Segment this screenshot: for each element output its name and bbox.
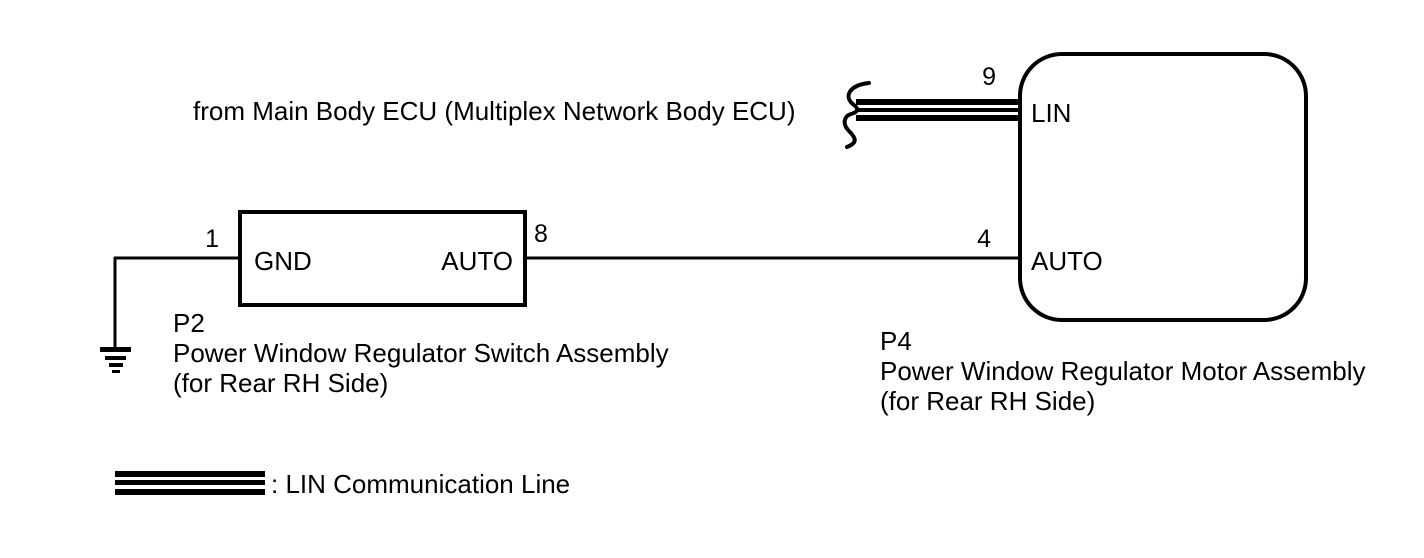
p2-code: P2	[173, 308, 205, 338]
p2-pin-gnd-number: 1	[205, 225, 219, 253]
p2-component-box	[238, 210, 527, 307]
p2-pin-auto-label: AUTO	[441, 246, 513, 276]
p2-location: (for Rear RH Side)	[173, 368, 389, 398]
p4-label-block: P4 Power Window Regulator Motor Assembly…	[880, 326, 1366, 416]
source-note: from Main Body ECU (Multiplex Network Bo…	[193, 96, 796, 126]
p2-name: Power Window Regulator Switch Assembly	[173, 338, 669, 368]
p4-component-box	[1018, 52, 1308, 322]
p2-label-block: P2 Power Window Regulator Switch Assembl…	[173, 308, 669, 398]
p4-code: P4	[880, 326, 912, 356]
p2-pin-auto-number: 8	[534, 220, 548, 248]
p4-pin-auto-number: 4	[977, 225, 991, 253]
p4-name: Power Window Regulator Motor Assembly	[880, 356, 1366, 386]
p2-pin-gnd-label: GND	[254, 246, 312, 276]
lin-line-swatch	[115, 471, 265, 495]
legend-lin-line-label: : LIN Communication Line	[271, 469, 571, 499]
ground-icon	[100, 347, 131, 373]
p4-location: (for Rear RH Side)	[880, 386, 1096, 416]
lin-communication-line	[856, 99, 1020, 121]
ground-wire	[113, 256, 240, 349]
p4-pin-lin-label: LIN	[1031, 98, 1072, 128]
wire-break-icon	[842, 81, 871, 149]
p4-pin-auto-label: AUTO	[1031, 246, 1103, 276]
p4-pin-lin-number: 9	[982, 63, 996, 91]
